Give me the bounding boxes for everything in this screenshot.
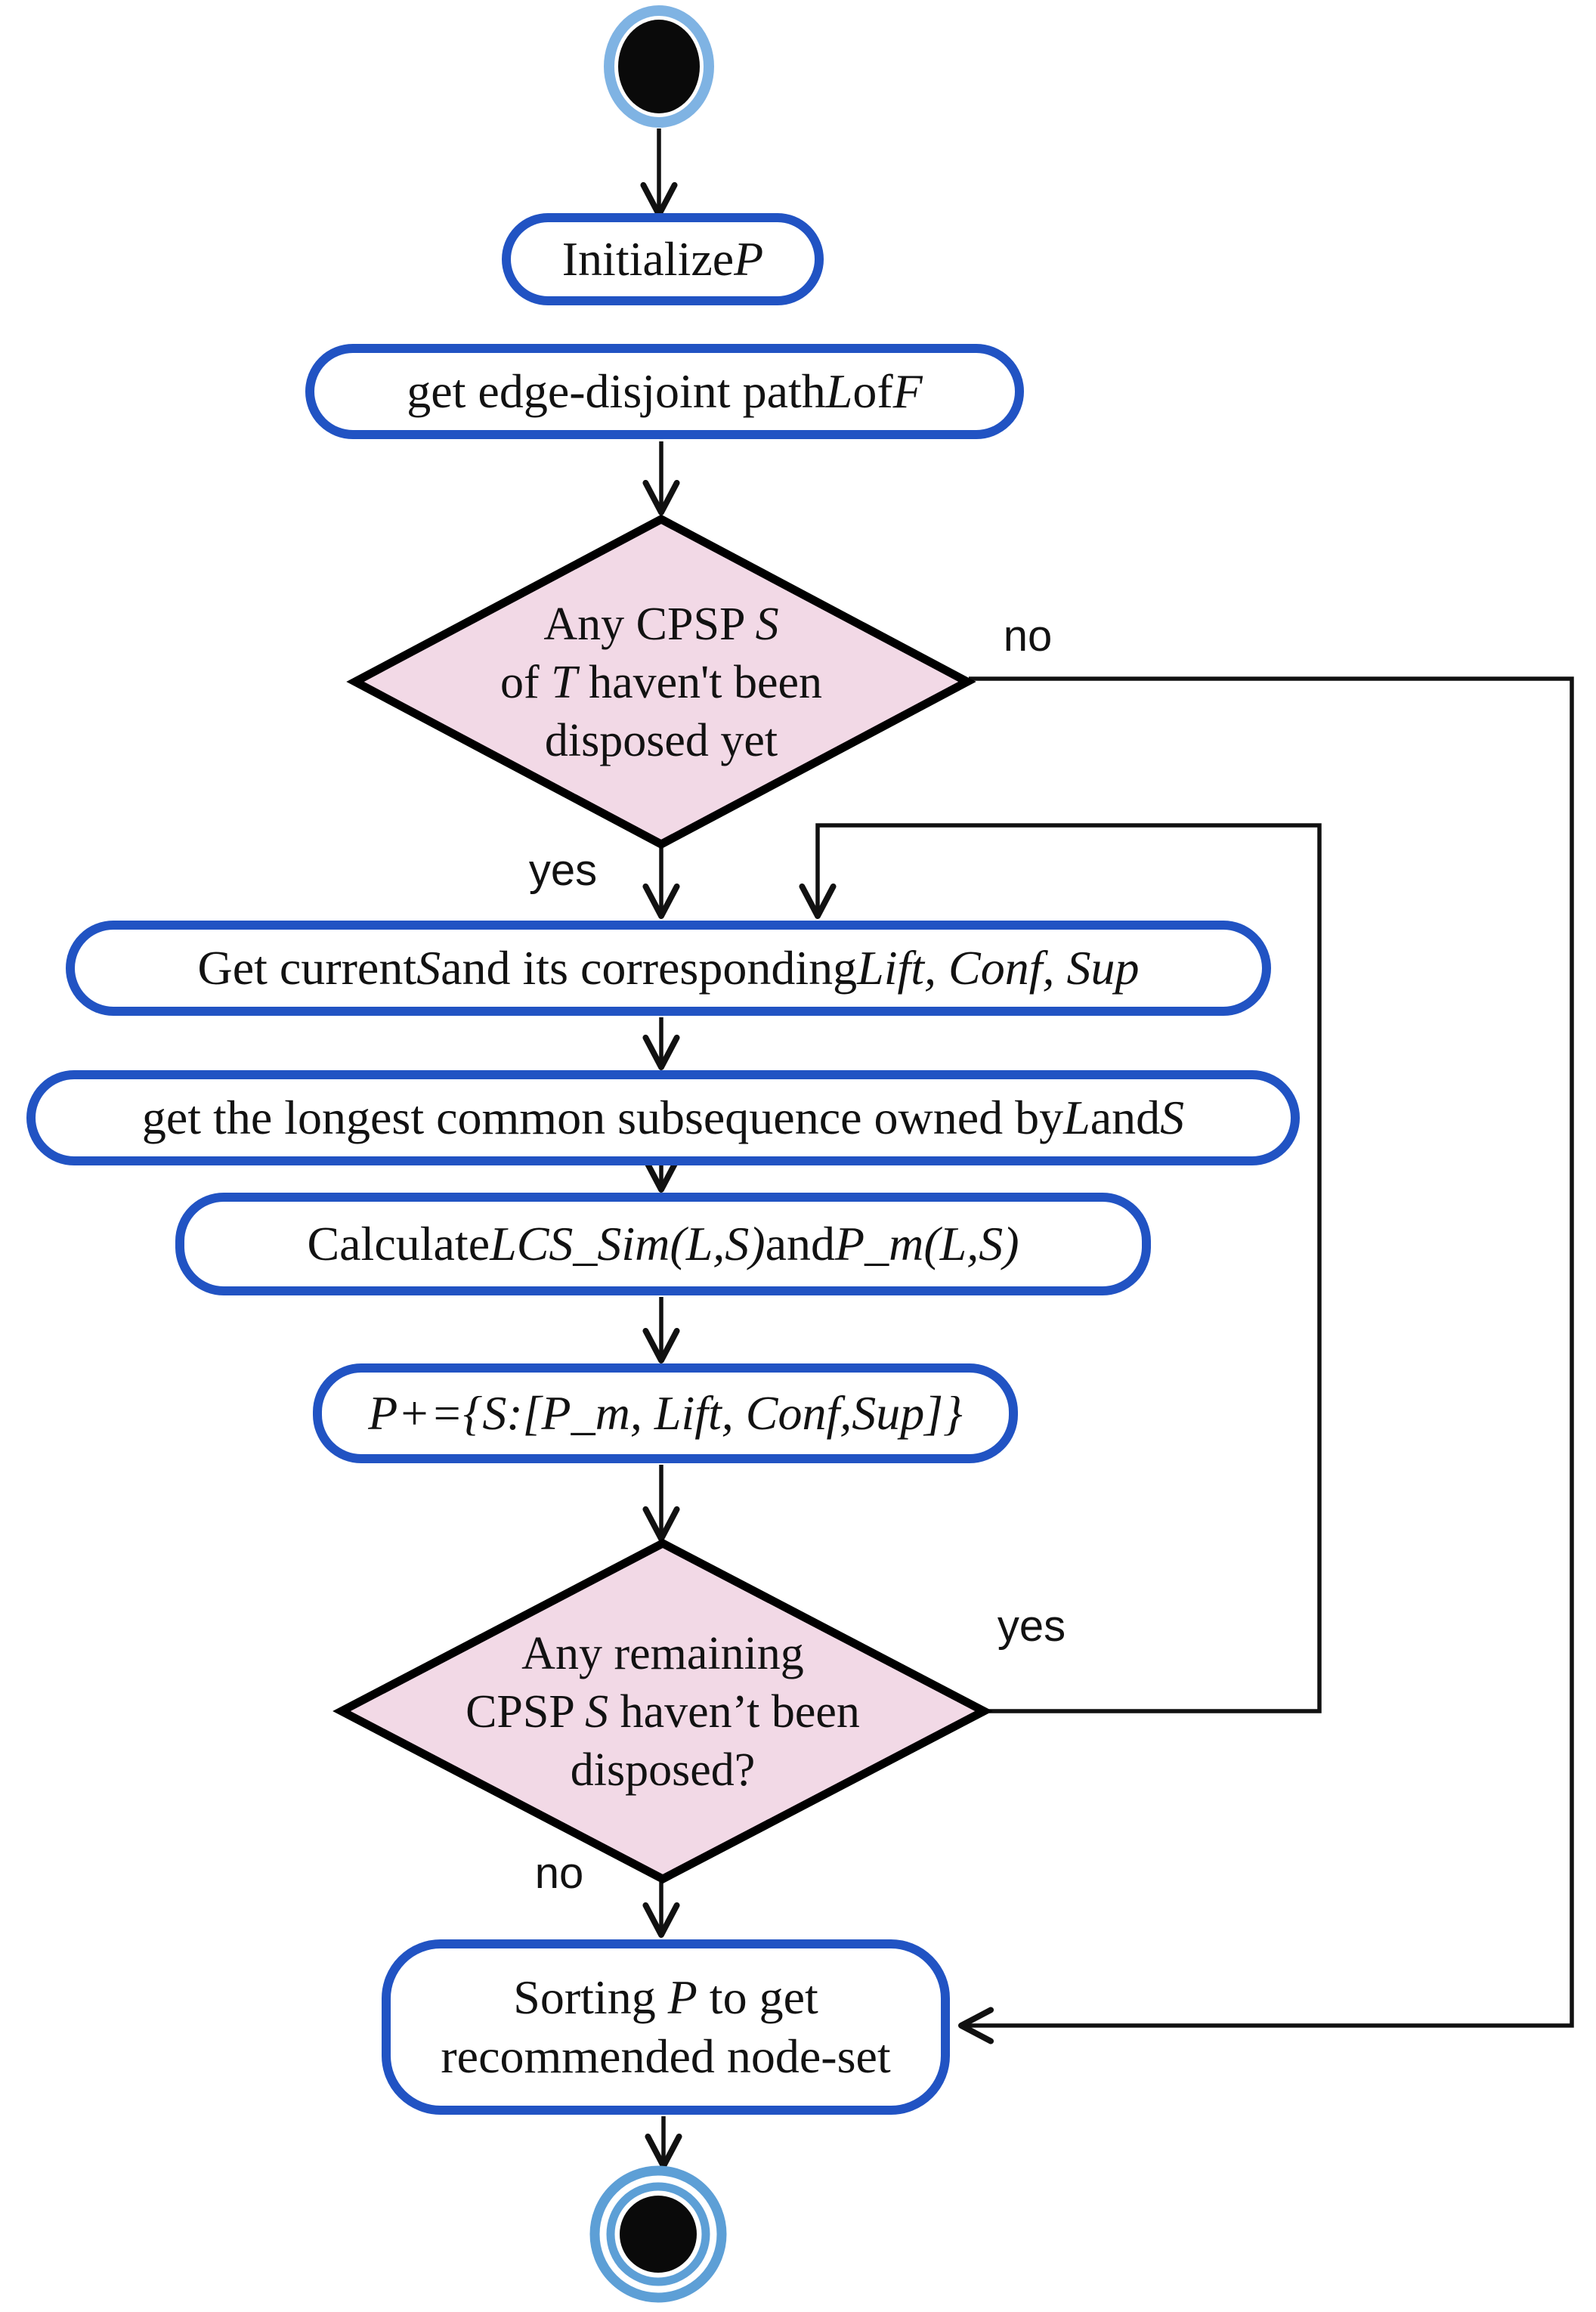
process-accumulate-p: P+={S:[P_m, Lift, Conf,Sup]} [313,1363,1018,1463]
process-sorting-p: Sorting P to get recommended node-set [382,1939,950,2115]
decision2-text: Any remaining CPSP S haven’t been dispos… [398,1625,927,1800]
decision2-line-3: disposed? [570,1744,756,1796]
end-node [589,2165,727,2303]
edge-decision1-no-to-sorting [958,676,1574,2044]
sorting-line-1: Sorting P to get [513,1970,818,2024]
process-edge-disjoint-path: get edge-disjoint path L of F [305,344,1024,439]
decision2-line-1: Any remaining [521,1628,804,1679]
decision2-line-2: CPSP S haven’t been [466,1685,860,1738]
decision2-diamond [332,1538,993,1884]
process-get-current-s: Get current S and its corresponding Lift… [66,921,1271,1016]
decision1-diamond [346,514,976,850]
decision1-text: Any CPSP S of T haven't been disposed ye… [419,596,903,770]
start-node [604,5,714,128]
process-initialize: Initialize P [502,213,824,305]
edge-decision2-yes-loopback [799,823,1322,1713]
sorting-line-2: recommended node-set [441,2029,891,2083]
decision1-line-1: Any CPSP S [543,599,779,650]
decision1-line-2: of T haven't been [500,656,823,708]
edge-label-decision2-no: no [534,1849,584,1898]
process-calculate-lcs-sim: Calculate LCS_Sim(L,S) and P_m(L,S) [175,1193,1151,1295]
edge-label-decision2-yes: yes [997,1602,1066,1651]
process-longest-common-subsequence: get the longest common subsequence owned… [26,1070,1300,1165]
edge-label-decision1-no: no [1003,611,1053,661]
decision1-line-3: disposed yet [544,714,778,766]
edge-label-decision1-yes: yes [528,846,598,895]
